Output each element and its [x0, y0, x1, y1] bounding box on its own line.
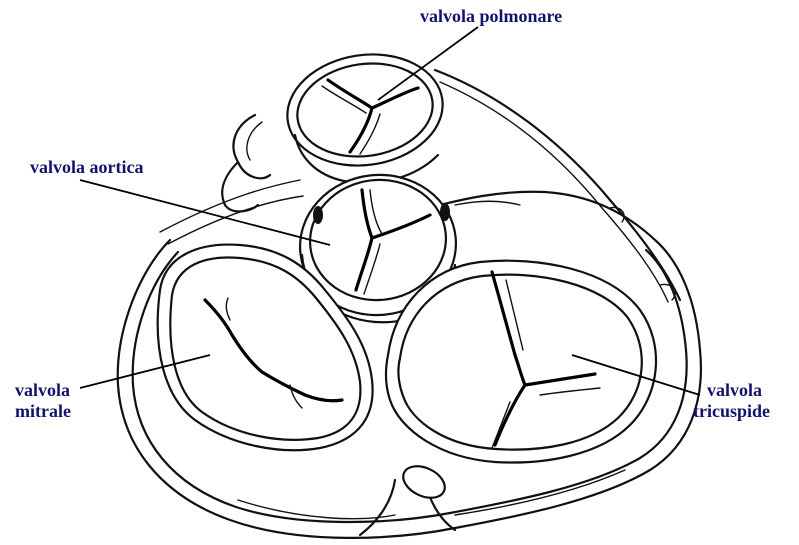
leader-aortic — [80, 180, 330, 245]
label-aortic-valve: valvola aortica — [30, 157, 143, 177]
label-tricuspid-line1: valvola — [707, 380, 762, 400]
label-pulmonary-valve: valvola polmonare — [420, 6, 562, 26]
coronary-ostium-left — [313, 206, 323, 224]
label-mitral-line1: valvola — [15, 380, 70, 400]
coronary-ostium-right — [440, 203, 450, 221]
tricuspid-valve — [386, 261, 656, 463]
label-mitral-line2: mitrale — [15, 401, 71, 421]
label-tricuspid-line2: tricuspide — [693, 401, 770, 421]
